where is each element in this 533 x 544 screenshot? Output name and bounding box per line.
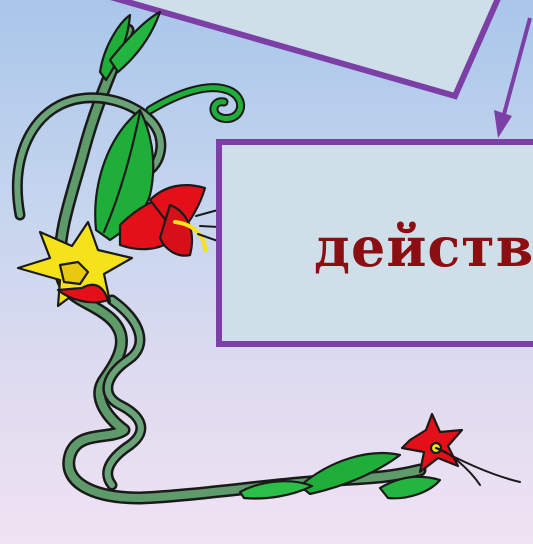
- definition-box: действ: [216, 139, 533, 347]
- box-word: действ: [314, 217, 533, 277]
- pointer-arrow: [494, 18, 530, 138]
